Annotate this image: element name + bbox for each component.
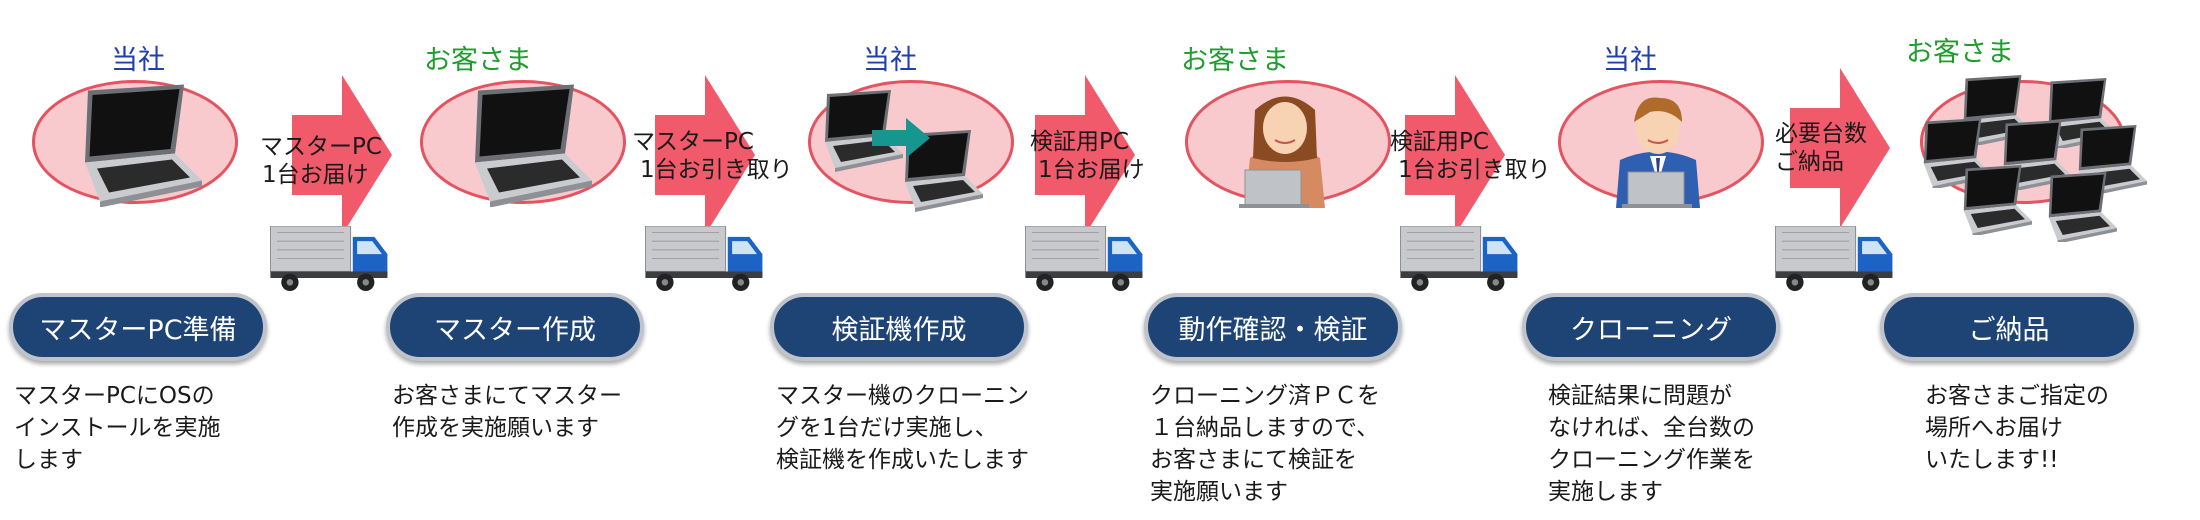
step-description-3: マスター機のクローニン グを1台だけ実施し、 検証機を作成いたします [776,380,1029,476]
laptop-icon [55,82,205,207]
step-label-4: 動作確認・検証 [1144,293,1402,361]
step-description-5: 検証結果に問題が なければ、全台数の クローニング作業を 実施します [1548,380,1755,508]
arrow-label-4: 検証用PC 1台お引き取り [1390,128,1551,184]
description-line: します [14,447,83,473]
description-line: クローニング作業を [1548,447,1755,473]
description-line: マスター機のクローニン [776,383,1029,409]
step-label-6: ご納品 [1880,293,2138,361]
description-line: 実施願います [1150,479,1288,505]
truck-icon [1400,226,1520,291]
truck-icon [645,226,765,291]
arrow-label-line: マスターPC [632,129,754,155]
laptop-icon [2030,172,2120,242]
description-line: 作成を実施願います [392,415,599,441]
step-label-3: 検証機作成 [770,293,1028,361]
arrow-label-line: 1台お引き取り [1398,157,1551,183]
step-label-2: マスター作成 [386,293,644,361]
description-line: グを1台だけ実施し、 [776,415,998,441]
description-line: マスターPCにOSの [14,383,215,409]
description-line: １台納品しますので、 [1150,415,1380,441]
step-description-6: お客さまご指定の 場所へお届け いたします!! [1925,380,2109,476]
woman-at-laptop-icon [1239,96,1325,208]
step-description-2: お客さまにてマスター 作成を実施願います [392,380,622,444]
arrow-label-1: マスターPC 1台お届け [260,133,382,189]
party-label-3: 当社 [863,45,917,76]
step-description-1: マスターPCにOSの インストールを実施 します [14,380,221,476]
laptop-icon [445,82,595,207]
party-label-5: 当社 [1603,45,1657,76]
description-line: お客さまにてマスター [392,383,622,409]
step-label-5: クローニング [1522,293,1780,361]
step-description-4: クローニング済ＰＣを １台納品しますので、 お客さまにて検証を 実施願います [1150,380,1380,508]
description-line: なければ、全台数の [1548,415,1755,441]
laptop-icon [1945,165,2035,235]
copy-arrow-icon [872,118,930,158]
arrow-label-line: 1台お届け [262,162,369,188]
arrow-label-line: マスターPC [260,134,382,160]
truck-icon [1025,226,1145,291]
description-line: インストールを実施 [14,415,221,441]
arrow-label-line: 1台お届け [1038,157,1145,183]
arrow-label-line: ご納品 [1775,149,1844,175]
arrow-label-2: マスターPC 1台お引き取り [632,128,793,184]
description-line: 検証機を作成いたします [776,447,1029,473]
arrow-label-line: 必要台数 [1775,121,1867,147]
arrow-label-line: 1台お引き取り [640,157,793,183]
arrow-label-line: 検証用PC [1390,129,1489,155]
truck-icon [270,226,390,291]
man-at-laptop-icon [1616,97,1700,208]
step-label-1: マスターPC準備 [9,293,267,361]
description-line: 場所へお届け [1925,415,2063,441]
truck-icon [1775,226,1895,291]
party-label-4: お客さま [1181,45,1289,76]
description-line: いたします!! [1925,447,2059,473]
description-line: 実施します [1548,479,1663,505]
description-line: クローニング済ＰＣを [1150,383,1380,409]
arrow-label-line: 検証用PC [1030,129,1129,155]
description-line: お客さまにて検証を [1150,447,1357,473]
description-line: 検証結果に問題が [1548,383,1732,409]
arrow-label-5: 必要台数 ご納品 [1775,120,1867,176]
description-line: お客さまご指定の [1925,383,2109,409]
party-label-6: お客さま [1906,37,2014,68]
party-label-1: 当社 [111,45,165,76]
arrow-label-3: 検証用PC 1台お届け [1030,128,1145,184]
party-label-2: お客さま [424,45,532,76]
